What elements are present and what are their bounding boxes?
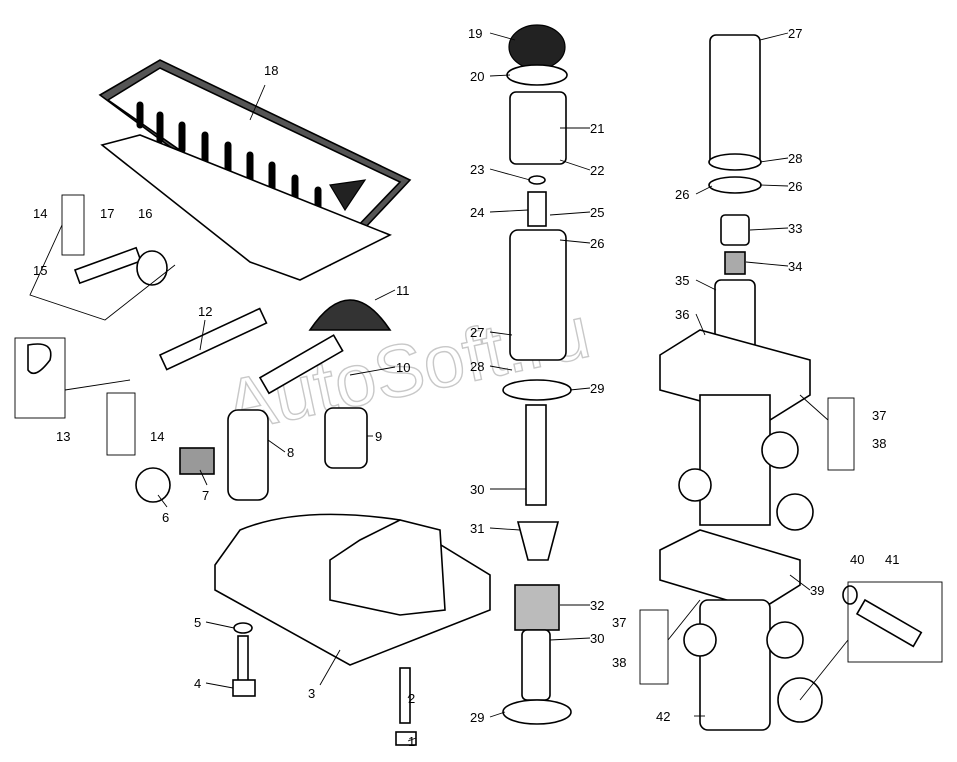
housing-body <box>699 394 771 526</box>
label-21: 21 <box>590 121 604 136</box>
label-2: 2 <box>408 691 415 706</box>
stem-30 <box>525 404 547 506</box>
cap-19 <box>508 24 566 70</box>
label-18: 18 <box>264 63 278 78</box>
flange-39 <box>659 529 801 611</box>
label-3: 3 <box>308 686 315 701</box>
body-21 <box>509 91 567 165</box>
axle-12 <box>158 307 268 371</box>
label-6: 6 <box>162 510 169 525</box>
label-37: 37 <box>872 408 886 423</box>
oring-23 <box>528 175 546 185</box>
label-16: 16 <box>138 206 152 221</box>
port <box>683 623 717 657</box>
label-4: 4 <box>194 676 201 691</box>
label-40: 40 <box>850 552 864 567</box>
valve-24 <box>527 191 547 227</box>
valve-41 <box>855 598 923 648</box>
label-31: 31 <box>470 521 484 536</box>
label-27: 27 <box>788 26 802 41</box>
spring-7 <box>179 447 215 475</box>
label-9: 9 <box>375 429 382 444</box>
label-32: 32 <box>590 598 604 613</box>
label-34: 34 <box>788 259 802 274</box>
bolt-4 <box>237 635 249 683</box>
port <box>766 621 804 659</box>
label-39: 39 <box>810 583 824 598</box>
label-38: 38 <box>872 436 886 451</box>
label-30: 30 <box>470 482 484 497</box>
label-11: 11 <box>396 283 410 298</box>
label-35: 35 <box>675 273 689 288</box>
oring-29 <box>502 379 572 401</box>
label-14: 14 <box>150 429 164 444</box>
label-14: 14 <box>33 206 47 221</box>
ring-20 <box>506 64 568 86</box>
bolt-head-4 <box>232 679 256 697</box>
label-42: 42 <box>656 709 670 724</box>
label-15: 15 <box>33 263 47 278</box>
washer-5 <box>233 622 253 634</box>
piston-27b <box>709 34 761 166</box>
piston-27 <box>509 229 567 361</box>
label-36: 36 <box>675 307 689 322</box>
stem-30b <box>521 629 551 701</box>
upper-housing-36 <box>659 329 811 421</box>
roller-16 <box>136 250 168 286</box>
washer-40 <box>842 585 858 605</box>
label-23: 23 <box>470 162 484 177</box>
spring-34 <box>724 251 746 275</box>
nut-1 <box>395 731 417 746</box>
oring-26b <box>708 176 762 194</box>
lower-housing-42 <box>699 599 771 731</box>
pedal-lever <box>100 134 392 281</box>
label-7: 7 <box>202 488 209 503</box>
label-28: 28 <box>470 359 484 374</box>
label-29: 29 <box>470 710 484 725</box>
label-27: 27 <box>470 325 484 340</box>
label-24: 24 <box>470 205 484 220</box>
label-13: 13 <box>56 429 70 444</box>
port <box>678 468 712 502</box>
pin-15 <box>73 246 142 285</box>
callout-boxes <box>14 194 943 701</box>
port <box>761 431 799 469</box>
label-25: 25 <box>590 205 604 220</box>
ball-6 <box>135 467 171 503</box>
label-29: 29 <box>590 381 604 396</box>
label-26: 26 <box>675 187 689 202</box>
label-38: 38 <box>612 655 626 670</box>
label-30: 30 <box>590 631 604 646</box>
spring-13 <box>27 343 52 375</box>
label-28: 28 <box>788 151 802 166</box>
part-number-labels: 1 2 3 4 5 6 7 8 9 10 11 12 13 14 14 15 1… <box>33 26 899 749</box>
boot-11 <box>308 299 392 331</box>
bracket <box>329 519 446 616</box>
label-26: 26 <box>788 179 802 194</box>
oring-28b <box>708 153 762 171</box>
label-19: 19 <box>468 26 482 41</box>
leader-lines <box>157 32 811 742</box>
oring-29b <box>502 699 572 725</box>
label-20: 20 <box>470 69 484 84</box>
cap-33 <box>720 214 750 246</box>
spring-32 <box>514 584 560 631</box>
pushrod-10 <box>258 334 344 395</box>
label-8: 8 <box>287 445 294 460</box>
plunger-9 <box>324 407 368 469</box>
label-26: 26 <box>590 236 604 251</box>
label-33: 33 <box>788 221 802 236</box>
label-5: 5 <box>194 615 201 630</box>
port <box>776 493 814 531</box>
label-17: 17 <box>100 206 114 221</box>
label-1: 1 <box>408 734 415 749</box>
label-22: 22 <box>590 163 604 178</box>
seat-31 <box>516 521 560 561</box>
lever-8 <box>227 409 269 501</box>
label-41: 41 <box>885 552 899 567</box>
label-37: 37 <box>612 615 626 630</box>
label-10: 10 <box>396 360 410 375</box>
label-12: 12 <box>198 304 212 319</box>
